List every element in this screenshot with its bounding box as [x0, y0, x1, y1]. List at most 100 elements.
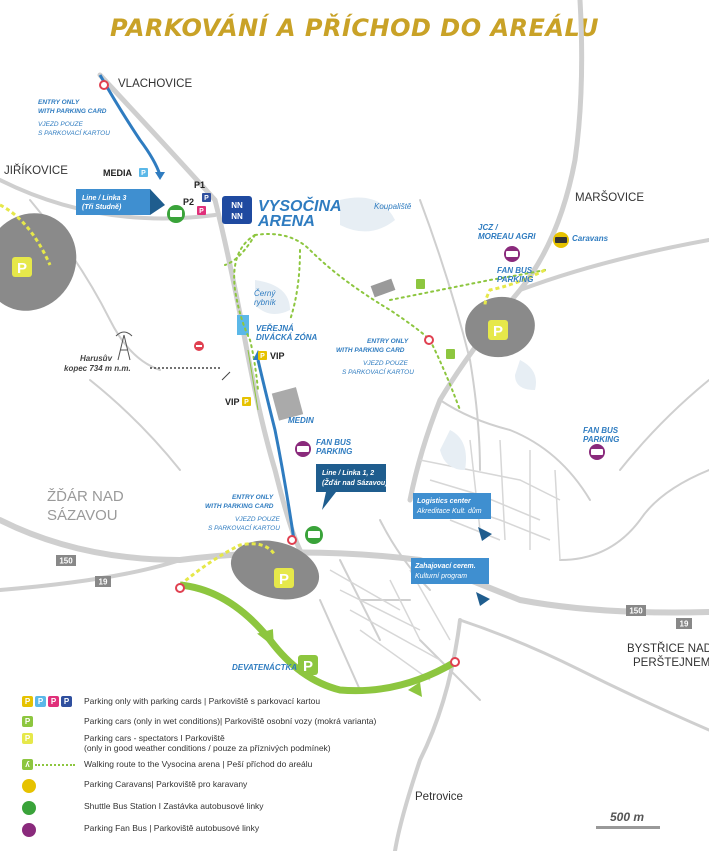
label-cerny-2: rybník	[254, 298, 277, 307]
place-bystrice-2: PERŠTEJNEM	[633, 656, 709, 669]
green-route	[179, 581, 457, 695]
place-petrovice: Petrovice	[415, 791, 463, 803]
entry-south-cz-2: S PARKOVACÍ KARTOU	[208, 523, 280, 532]
label-caravans: Caravans	[572, 234, 609, 243]
parking-icon: P	[22, 696, 33, 707]
transmitter-icon	[115, 331, 133, 361]
arena-name-line2: ARENA	[257, 213, 315, 230]
parking-icon: P	[61, 696, 72, 707]
label-public-zone-2: DIVÁCKÁ ZÓNA	[256, 333, 318, 342]
parking-icon	[202, 193, 211, 202]
vip-path	[247, 349, 259, 411]
entry-north-cz-1: VJEZD POUZE	[38, 121, 83, 128]
parking-icon	[197, 206, 206, 215]
label-vip-1: VIP	[270, 351, 285, 361]
svg-text:P: P	[199, 208, 204, 215]
callout-line12: Line / Linka 1, 2 (Žďár nad Sázavou)	[316, 464, 388, 510]
bus-icon	[167, 205, 605, 544]
place-zdar-2: SÁZAVOU	[47, 507, 118, 524]
legend-text: Parking Caravans| Parkoviště pro karavan…	[84, 779, 248, 789]
legend-text: Shuttle Bus Station I Zastávka autobusov…	[84, 801, 264, 811]
ponds	[255, 197, 536, 470]
label-fanbus-1b: PARKING	[497, 275, 533, 284]
legend-item: P Parking cars - spectators I Parkoviště…	[22, 733, 331, 753]
legend-text: Parking cars (only in wet conditions)| P…	[84, 716, 377, 726]
bus-icon	[22, 801, 36, 815]
label-fanbus-3b: PARKING	[583, 435, 619, 444]
parking-icon: P	[48, 696, 59, 707]
label-fanbus-3a: FAN BUS	[583, 426, 619, 435]
walking-icon	[416, 279, 455, 359]
bus-icon	[22, 823, 36, 837]
entry-north-cz-2: S PARKOVACÍ KARTOU	[38, 128, 110, 137]
yellow-routes	[0, 203, 546, 587]
label-p2: P2	[183, 197, 194, 207]
entry-east-cz-1: VJEZD POUZE	[363, 360, 408, 367]
parking-icon: P	[35, 696, 46, 707]
parking-icon: P	[22, 733, 33, 744]
entry-north-en-2: WITH PARKING CARD	[38, 108, 107, 115]
svg-text:Line / Linka 1, 2: Line / Linka 1, 2	[322, 470, 374, 477]
label-fanbus-2b: PARKING	[316, 447, 352, 456]
blue-route-north	[98, 74, 162, 176]
svg-text:150: 150	[629, 607, 643, 616]
label-fanbus-1a: FAN BUS	[497, 266, 533, 275]
label-public-zone-1: VEŘEJNÁ	[256, 324, 294, 333]
svg-text:P: P	[244, 399, 249, 406]
label-jcz-2: MOREAU AGRI	[478, 232, 536, 241]
svg-text:Kulturní program: Kulturní program	[415, 573, 467, 580]
callout-ceremony: Zahajovací cerem. Kulturní program	[411, 558, 490, 606]
svg-text:P: P	[303, 658, 313, 675]
svg-text:P: P	[493, 323, 503, 340]
building	[370, 278, 396, 298]
map-title: PARKOVÁNÍ A PŘÍCHOD DO AREÁLU	[110, 14, 599, 42]
legend-item: P P P P Parking only with parking cards …	[22, 696, 320, 707]
svg-text:19: 19	[680, 620, 689, 629]
legend-text: Walking route to the Vysocina arena | Pe…	[84, 759, 313, 769]
label-medin: MEDIN	[288, 416, 314, 425]
walking-icon: ʎ	[22, 759, 33, 770]
label-harusov-1: Harusův	[80, 354, 113, 363]
label-fanbus-2a: FAN BUS	[316, 438, 352, 447]
entry-east-en-1: ENTRY ONLY	[367, 338, 409, 345]
entry-south-cz-1: VJEZD POUZE	[235, 516, 280, 523]
callout-line3: Line / Linka 3 (Tři Studně)	[76, 189, 165, 215]
legend-item: Parking Fan Bus | Parkoviště autobusové …	[22, 823, 259, 837]
svg-text:NN: NN	[231, 201, 243, 210]
label-jcz-1: JCZ /	[478, 223, 498, 232]
svg-text:NN: NN	[231, 212, 243, 221]
parking-icon	[139, 168, 148, 177]
svg-text:Zahajovací cerem.: Zahajovací cerem.	[414, 563, 476, 570]
arrow-icon	[408, 682, 422, 697]
svg-text:Line / Linka 3: Line / Linka 3	[82, 195, 126, 202]
legend-item: P Parking cars (only in wet conditions)|…	[22, 716, 376, 727]
road-badges: 150 19 150 19	[56, 555, 692, 629]
entry-east-cz-2: S PARKOVACÍ KARTOU	[342, 367, 414, 376]
blue-route-south	[256, 359, 296, 541]
legend-text: Parking cars - spectators I Parkoviště (…	[84, 733, 331, 753]
entry-north-en-1: ENTRY ONLY	[38, 99, 80, 106]
svg-text:19: 19	[99, 578, 108, 587]
scale-label: 500 m	[609, 810, 645, 824]
place-marsovice: MARŠOVICE	[575, 191, 644, 204]
svg-text:P: P	[17, 260, 27, 277]
arena-logo: NN NN	[222, 196, 252, 224]
legend-item: ʎ Walking route to the Vysocina arena | …	[22, 759, 312, 770]
parking-icon: P	[488, 320, 508, 340]
arena-name-line1: VYSOČINA	[258, 196, 342, 215]
legend-item: Parking Caravans| Parkoviště pro karavan…	[22, 779, 247, 793]
entry-east-en-2: WITH PARKING CARD	[336, 347, 405, 354]
label-p1: P1	[194, 180, 205, 190]
arrow-icon	[155, 172, 165, 180]
place-bystrice-1: BYSTŘICE NAD	[627, 642, 709, 655]
label-devatenactka: DEVATENÁCTKA	[232, 663, 297, 672]
place-vlachovice: VLACHOVICE	[118, 78, 192, 90]
scale-bar	[596, 826, 660, 829]
walking-routes	[224, 233, 546, 411]
parking-icon	[242, 397, 251, 406]
label-harusov-2: kopec 734 m n.m.	[64, 364, 131, 373]
svg-text:P: P	[279, 571, 289, 588]
svg-text:Logistics center: Logistics center	[417, 498, 472, 505]
entry-south-en-2: WITH PARKING CARD	[205, 503, 274, 510]
entry-points	[99, 80, 460, 667]
